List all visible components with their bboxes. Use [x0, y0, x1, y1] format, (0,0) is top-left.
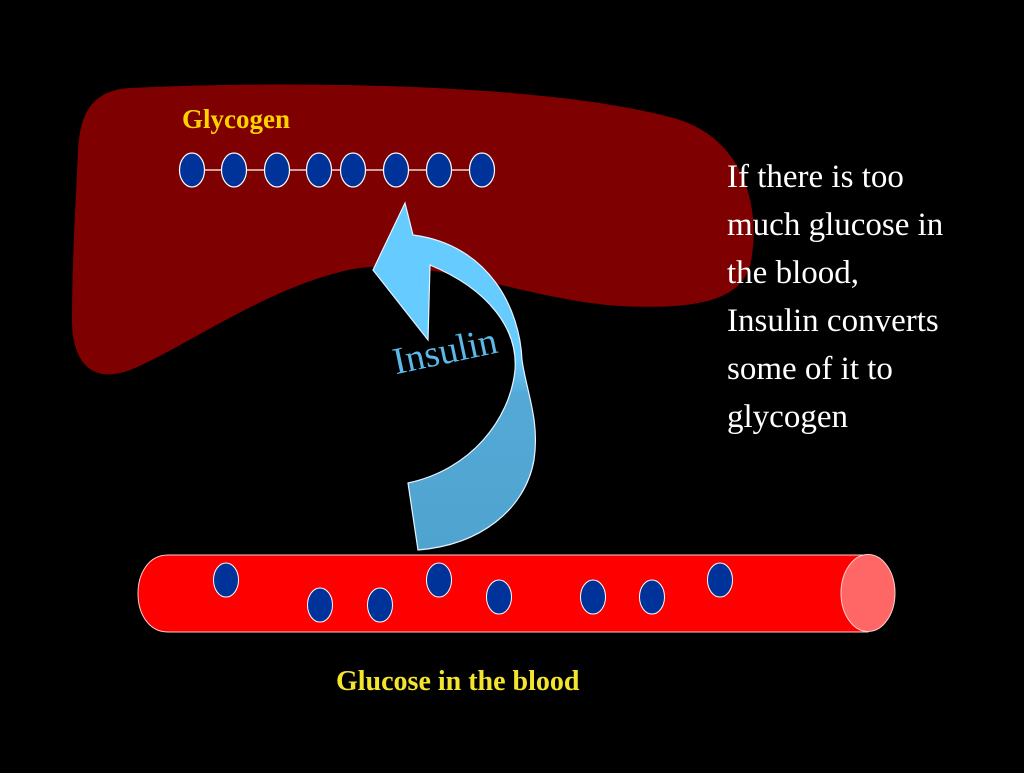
glycogen-unit [339, 152, 367, 188]
glycogen-unit [425, 152, 453, 188]
glucose-molecule [486, 579, 512, 615]
glucose-in-blood-label: Glucose in the blood [336, 666, 580, 697]
glucose-molecule [639, 579, 665, 615]
glycogen-chain [178, 152, 496, 188]
glycogen-unit [305, 152, 333, 188]
glucose-molecule [367, 587, 393, 623]
glycogen-unit [382, 152, 410, 188]
glucose-molecule [213, 562, 239, 598]
glycogen-unit [263, 152, 291, 188]
explanation-line: some of it to [727, 351, 893, 387]
glucose-molecule [426, 562, 452, 598]
blood-vessel-opening [840, 554, 896, 632]
glycogen-unit [468, 152, 496, 188]
explanation-line: much glucose in [727, 207, 944, 243]
liver-shape [72, 84, 754, 375]
glycogen-label: Glycogen [182, 104, 290, 134]
explanation-line: glycogen [727, 399, 848, 435]
glucose-molecule [707, 562, 733, 598]
glycogen-unit [178, 152, 206, 188]
blood-glucose-molecules [213, 562, 733, 623]
explanation-line: the blood, [727, 255, 859, 291]
insulin-arrow-icon [372, 201, 537, 551]
glucose-molecule [307, 587, 333, 623]
glycogen-unit [220, 152, 248, 188]
blood-vessel [137, 554, 896, 633]
explanation-text: If there is too much glucose in the bloo… [727, 153, 1017, 441]
explanation-line: If there is too [727, 159, 904, 195]
explanation-line: Insulin converts [727, 303, 939, 339]
glucose-molecule [580, 579, 606, 615]
